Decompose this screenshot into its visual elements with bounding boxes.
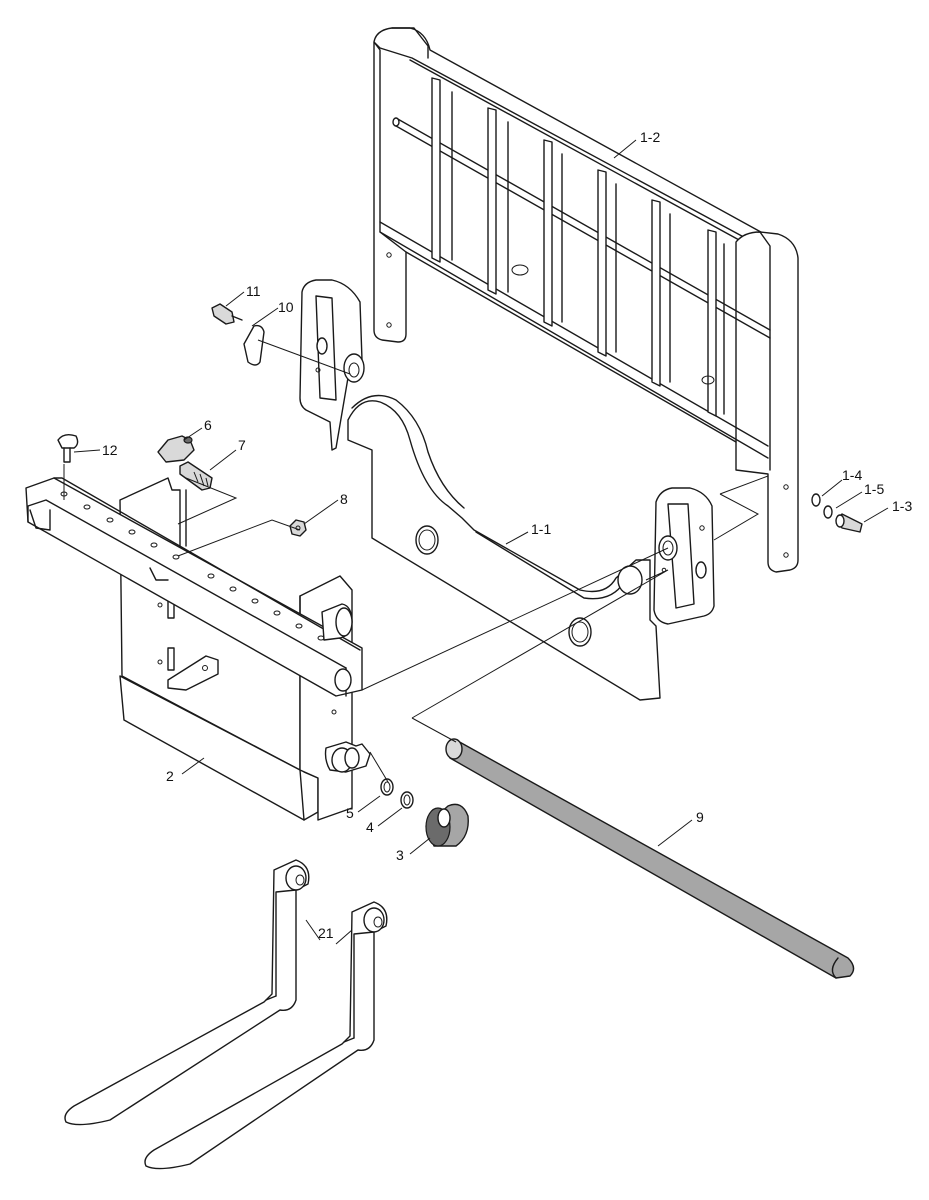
bolt-11: [211, 303, 243, 325]
label-1-4: 1-4: [842, 467, 862, 483]
shaft: [445, 738, 855, 979]
backrest-vertical-bars: [431, 77, 725, 417]
carriage-lower-arm: [167, 655, 219, 691]
bolt-7: [179, 461, 213, 491]
washer-4: [400, 791, 414, 809]
label-11: 11: [246, 283, 261, 299]
leader-lines: [73, 139, 889, 945]
plate-10: [243, 324, 265, 366]
label-1-1: 1-1: [531, 521, 551, 537]
frame-left-bracket: [299, 279, 363, 451]
label-5: 5: [346, 805, 354, 821]
label-2: 2: [166, 768, 174, 784]
label-10: 10: [278, 299, 294, 315]
label-7: 7: [238, 437, 246, 453]
label-21: 21: [318, 925, 334, 941]
assembly-guide-lines: [63, 339, 669, 783]
backrest-left-post: [373, 41, 407, 343]
label-1-3: 1-3: [892, 498, 912, 514]
roller: [425, 803, 469, 847]
label-6: 6: [204, 417, 212, 433]
label-1-2: 1-2: [640, 129, 660, 145]
load-backrest: [373, 27, 799, 573]
label-1-5: 1-5: [864, 481, 884, 497]
washer-1-5: [823, 505, 833, 519]
nut-8: [289, 519, 307, 537]
label-9: 9: [696, 809, 704, 825]
label-12: 12: [102, 442, 118, 458]
label-8: 8: [340, 491, 348, 507]
pin-12: [57, 433, 79, 463]
label-3: 3: [396, 847, 404, 863]
label-4: 4: [366, 819, 374, 835]
washer-5: [380, 778, 394, 796]
bolt-1-3: [835, 513, 863, 533]
carriage-frame: [299, 279, 715, 701]
fork-right: [144, 901, 388, 1170]
fork-left: [64, 859, 310, 1126]
backrest-top-rail: [373, 27, 791, 263]
grease-fitting: [157, 435, 195, 463]
washer-1-4: [811, 493, 821, 507]
fork-carriage: [25, 477, 371, 821]
backrest-right-post: [735, 231, 799, 573]
frame-main-plate: [347, 400, 661, 701]
